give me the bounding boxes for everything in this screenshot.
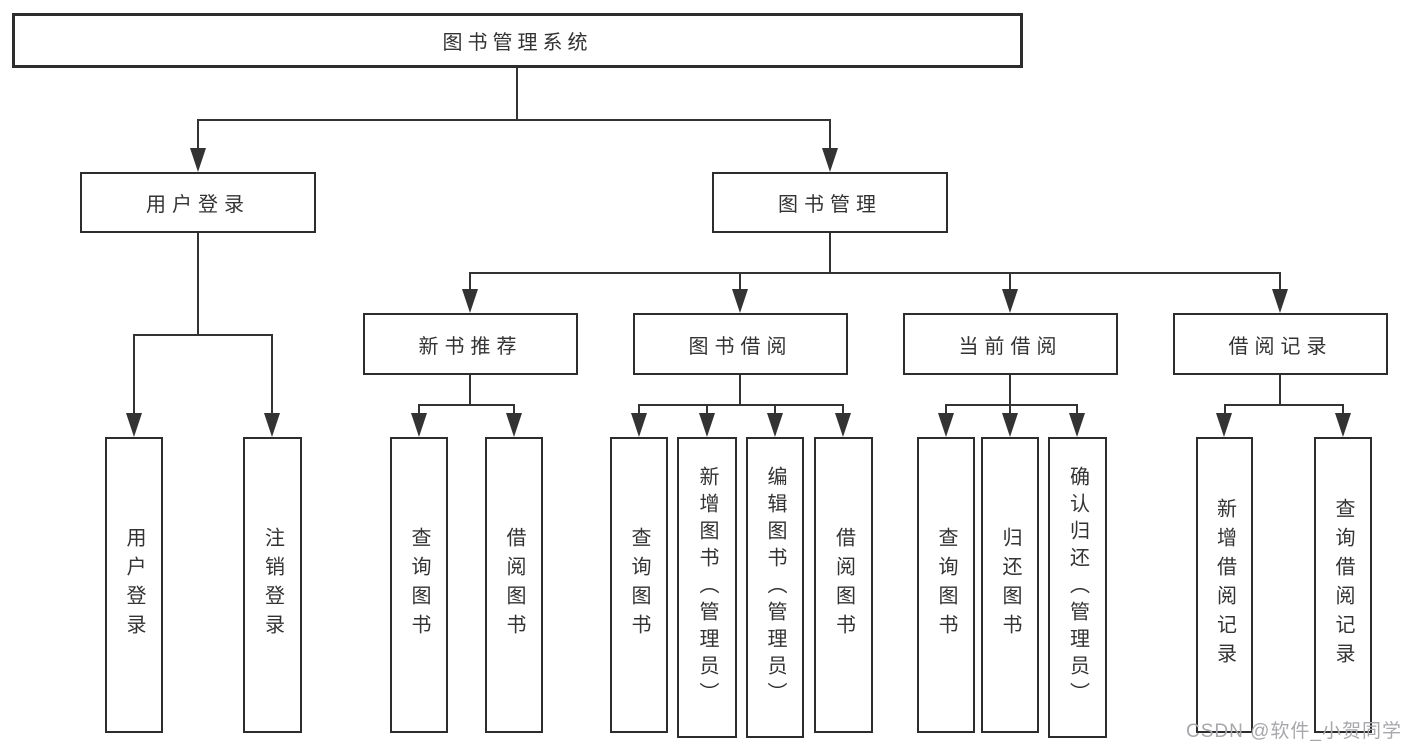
connector-line [829,233,831,273]
node-current-borrowing: 当前借阅 [903,313,1118,375]
leaf-label: 查询图书 [628,527,650,643]
leaf-user-login: 用户登录 [105,437,163,733]
connector-line [418,404,420,415]
leaf-label: 查询图书 [408,527,430,643]
leaf-label: 确认归还（管理员） [1066,466,1089,709]
connector-line [1009,404,1011,415]
leaf-label: 查询图书 [935,527,957,643]
leaf-query-books-recommend: 查询图书 [390,437,448,733]
arrowhead-down-icon [1335,413,1351,437]
connector-line [1225,404,1344,406]
leaf-label: 用户登录 [123,527,145,643]
leaf-label: 归还图书 [999,527,1021,643]
connector-line [1279,375,1281,406]
connector-line [1342,404,1344,415]
connector-line [197,119,831,121]
leaf-borrow-books: 借阅图书 [814,437,873,733]
connector-line [133,334,135,414]
arrowhead-down-icon [1002,289,1018,313]
arrowhead-down-icon [411,413,427,437]
connector-line [469,375,471,406]
connector-line [1009,375,1011,406]
connector-line [739,272,741,291]
node-book-borrowing: 图书借阅 [633,313,848,375]
leaf-label: 查询借阅记录 [1332,498,1354,672]
connector-line [134,334,273,336]
arrowhead-down-icon [822,148,838,172]
arrowhead-down-icon [767,413,783,437]
arrowhead-down-icon [190,148,206,172]
leaf-borrow-books-recommend: 借阅图书 [485,437,543,733]
connector-line [516,68,518,120]
arrowhead-down-icon [699,413,715,437]
leaf-label: 借阅图书 [832,527,855,643]
arrowhead-down-icon [1069,413,1085,437]
arrowhead-down-icon [631,413,647,437]
node-root-library-system: 图书管理系统 [12,13,1023,68]
connector-line [946,404,1078,406]
arrowhead-down-icon [462,289,478,313]
csdn-watermark: CSDN @软件_小贺同学 [1186,721,1402,742]
connector-line [470,272,1281,274]
leaf-label: 新增借阅记录 [1213,498,1236,672]
leaf-edit-books-admin: 编辑图书（管理员） [746,437,804,738]
connector-line [639,404,844,406]
connector-line [513,404,515,415]
leaf-label: 注销登录 [261,527,284,643]
node-book-management: 图书管理 [712,172,948,233]
arrowhead-down-icon [1216,413,1232,437]
connector-line [271,334,273,414]
leaf-query-borrow-record: 查询借阅记录 [1314,437,1372,733]
leaf-add-books-admin: 新增图书（管理员） [677,437,737,738]
arrowhead-down-icon [1002,413,1018,437]
connector-line [1279,272,1281,291]
arrowhead-down-icon [938,413,954,437]
connector-line [1224,404,1226,415]
arrowhead-down-icon [264,413,280,437]
node-user-login: 用户登录 [80,172,316,233]
connector-line [197,233,199,335]
leaf-label: 编辑图书（管理员） [764,466,786,709]
arrowhead-down-icon [506,413,522,437]
connector-line [1009,272,1011,291]
leaf-add-borrow-record: 新增借阅记录 [1196,437,1253,733]
connector-line [842,404,844,415]
connector-line [419,404,515,406]
connector-line [1076,404,1078,415]
connector-line [197,119,199,150]
leaf-return-books: 归还图书 [981,437,1039,733]
connector-line [706,404,708,415]
connector-line [739,375,741,406]
leaf-label: 借阅图书 [503,527,525,643]
connector-line [829,119,831,150]
node-new-book-recommend: 新书推荐 [363,313,578,375]
arrowhead-down-icon [835,413,851,437]
arrowhead-down-icon [1272,289,1288,313]
arrowhead-down-icon [126,413,142,437]
connector-line [638,404,640,415]
node-borrowing-records: 借阅记录 [1173,313,1388,375]
leaf-query-books-borrowing: 查询图书 [610,437,668,733]
leaf-label: 新增图书（管理员） [696,466,718,709]
connector-line [469,272,471,291]
leaf-query-books-current: 查询图书 [917,437,975,733]
arrowhead-down-icon [732,289,748,313]
leaf-logout: 注销登录 [243,437,302,733]
connector-line [945,404,947,415]
leaf-confirm-return-admin: 确认归还（管理员） [1048,437,1107,738]
connector-line [774,404,776,415]
